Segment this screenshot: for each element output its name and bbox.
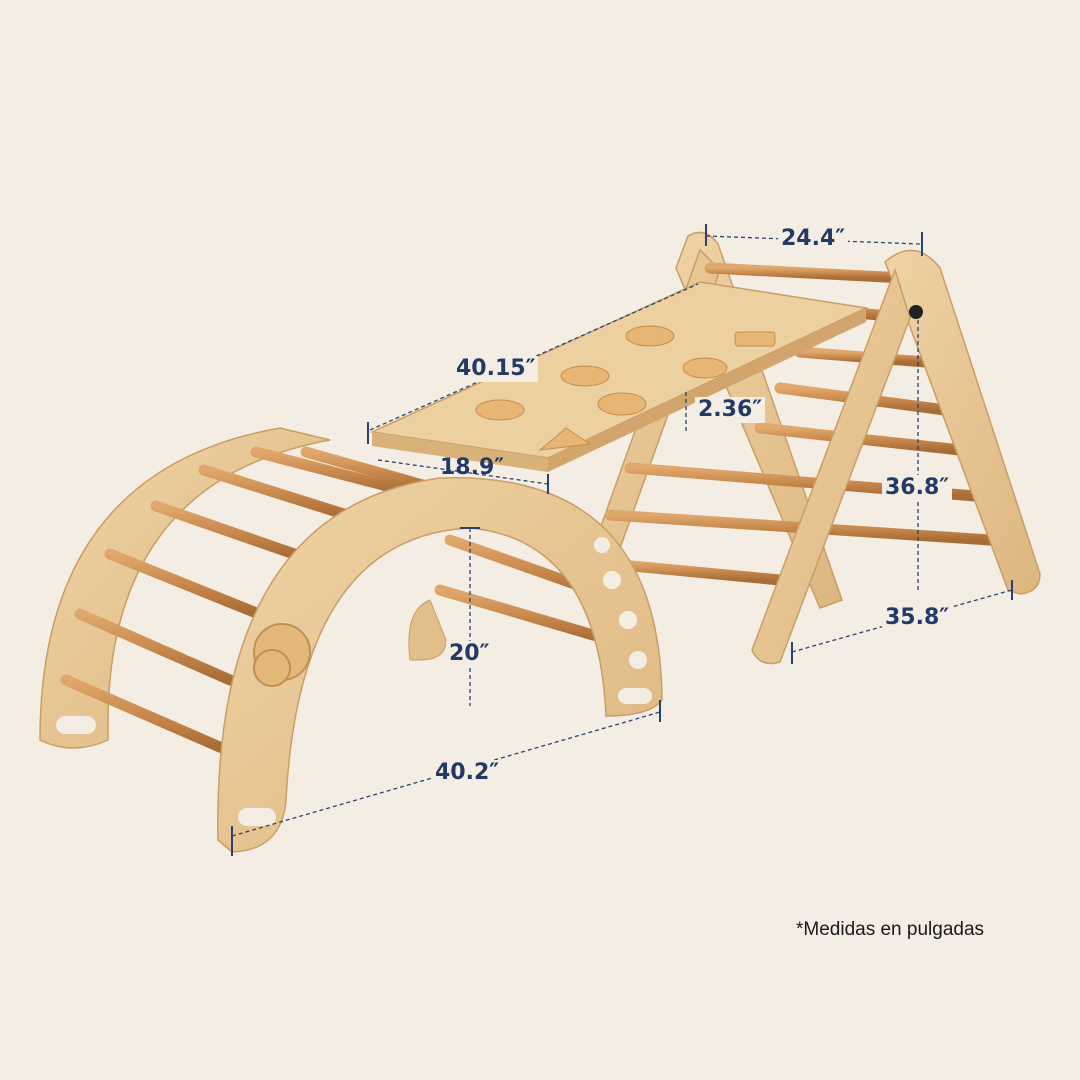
dimension-label-arch-height: 20″ — [446, 641, 493, 667]
triangle-front-frame — [751, 249, 1041, 665]
ramp-board — [369, 281, 869, 472]
dimension-label-ramp-length: 40.15″ — [453, 356, 539, 382]
dimension-lines — [231, 235, 1013, 837]
measurement-unit-footnote: *Medidas en pulgadas — [796, 919, 985, 940]
dimension-label-triangle-depth: 35.8″ — [882, 605, 953, 631]
dimension-label-arch-length: 40.2″ — [432, 760, 503, 786]
arch-front-frame — [217, 477, 663, 853]
dimension-label-ramp-width: 18.9″ — [440, 455, 505, 480]
dimension-end-ticks — [231, 224, 1013, 856]
arch-rear-frame — [39, 427, 331, 749]
dimension-label-top-width: 24.4″ — [778, 226, 849, 252]
dimension-label-ramp-thickness: 2.36″ — [695, 397, 766, 423]
dimension-label-triangle-height: 36.8″ — [882, 475, 953, 501]
